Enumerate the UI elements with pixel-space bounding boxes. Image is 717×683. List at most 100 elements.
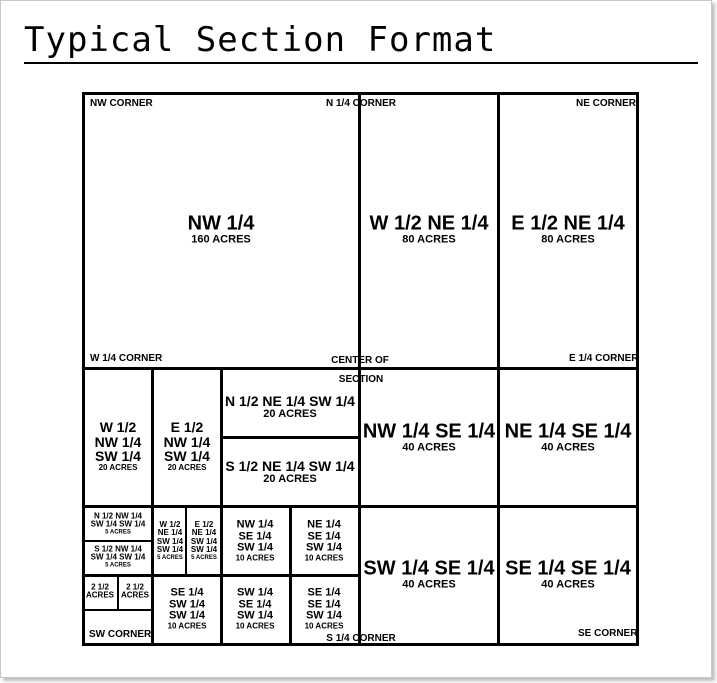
parcel-se-se: SE 1/4 SE 1/4 40 ACRES (505, 557, 631, 592)
parcel-w-nw-sw: W 1/2 NW 1/4 SW 1/4 20 ACRES (95, 420, 142, 472)
w14-corner-label: W 1/4 CORNER (90, 353, 163, 364)
parcel-n-nw-sw-sw: N 1/2 NW 1/4 SW 1/4 SW 1/4 5 ACRES (90, 511, 146, 536)
page-title: Typical Section Format (24, 20, 497, 60)
parcel-s-nw-sw-sw-l1: S 1/2 NW 1/4 (94, 544, 142, 554)
parcel-se-se-sw-l1: SE 1/4 (307, 586, 341, 599)
parcel-s-nw-sw-sw-acres: 5 ACRES (105, 562, 131, 569)
parcel-e-ne-name: E 1/2 NE 1/4 (511, 212, 625, 235)
parcel-e-ne-sw-sw-l4: SW 1/4 (190, 545, 218, 555)
parcel-acre-b-l1: 2 1/2 (126, 582, 144, 592)
parcel-sw-se-acres: 40 ACRES (402, 578, 456, 591)
parcel-ne-ne-sw-l1: NE 1/4 (307, 518, 341, 531)
parcel-w-ne-sw-sw-l3: SW 1/4 (156, 536, 184, 546)
center-label: CENTER OF (331, 355, 389, 366)
line-sw-h (117, 574, 119, 610)
parcel-nw-acres: 160 ACRES (191, 233, 251, 246)
parcel-w-nw-sw-l2: NW 1/4 (94, 433, 142, 450)
parcel-se-sw-sw: SE 1/4 SW 1/4 SW 1/4 10 ACRES (168, 587, 207, 630)
parcel-w-ne: W 1/2 NE 1/4 80 ACRES (369, 212, 489, 247)
parcel-ne-se-name: NE 1/4 SE 1/4 (504, 420, 632, 443)
parcel-se-sw-sw-acres: 10 ACRES (167, 621, 207, 631)
parcel-se-sw-sw-l3: SW 1/4 (168, 609, 206, 622)
parcel-nw-ne-sw: NW 1/4 SE 1/4 SW 1/4 10 ACRES (236, 519, 275, 562)
parcel-nw-se-acres: 40 ACRES (402, 441, 456, 454)
parcel-n-ne-sw: N 1/2 NE 1/4 SW 1/4 20 ACRES (225, 394, 355, 420)
line-sw-b (220, 367, 223, 646)
center-label-2: SECTION (338, 374, 384, 385)
parcel-s-nw-sw-sw: S 1/2 NW 1/4 SW 1/4 SW 1/4 5 ACRES (90, 544, 146, 569)
parcel-e-ne-acres: 80 ACRES (541, 233, 595, 246)
parcel-se-se-sw-l3: SW 1/4 (305, 609, 343, 622)
parcel-ne-ne-sw-l2: SE 1/4 (307, 530, 341, 543)
nw-corner-label: NW CORNER (90, 98, 153, 109)
parcel-s-ne-sw-acres: 20 ACRES (263, 472, 317, 485)
line-sw-a (151, 367, 154, 646)
parcel-nw-ne-sw-acres: 10 ACRES (235, 553, 275, 563)
parcel-w-ne-sw-sw-l1: W 1/2 (159, 520, 181, 530)
parcel-s-ne-sw-name: S 1/2 NE 1/4 SW 1/4 (225, 457, 355, 474)
line-sw-g (185, 505, 187, 575)
parcel-e-ne-sw-sw-l3: SW 1/4 (190, 536, 218, 546)
parcel-nw-se: NW 1/4 SE 1/4 40 ACRES (362, 420, 496, 455)
line-quarter-se (82, 505, 639, 508)
parcel-se-sw-sw-l2: SW 1/4 (168, 598, 206, 611)
parcel-acre-b: 2 1/2 ACRES (120, 582, 150, 601)
parcel-nw-name: NW 1/4 (187, 212, 255, 235)
parcel-w-ne-sw-sw: W 1/2 NE 1/4 SW 1/4 SW 1/4 5 ACRES (156, 520, 184, 561)
parcel-ne-ne-sw-l3: SW 1/4 (305, 541, 343, 554)
parcel-se-sw-sw-l1: SE 1/4 (170, 586, 204, 599)
parcel-ne-ne-sw: NE 1/4 SE 1/4 SW 1/4 10 ACRES (305, 519, 344, 562)
parcel-w-nw-sw-l1: W 1/2 (99, 418, 137, 435)
parcel-nw-ne-sw-l2: SE 1/4 (238, 530, 272, 543)
parcel-e-ne-sw-sw-acres: 5 ACRES (191, 554, 217, 561)
n14-corner-label: N 1/4 CORNER (325, 98, 397, 109)
parcel-sw-se-name: SW 1/4 SE 1/4 (363, 557, 495, 580)
e14-corner-label: E 1/4 CORNER (569, 353, 639, 364)
parcel-e-ne-sw-sw-l1: E 1/2 (194, 520, 214, 530)
parcel-sw-se-sw-l3: SW 1/4 (236, 609, 274, 622)
parcel-sw-se-sw-l1: SW 1/4 (236, 586, 274, 599)
parcel-n-nw-sw-sw-l2: SW 1/4 SW 1/4 (90, 519, 146, 529)
parcel-sw-se-sw-acres: 10 ACRES (235, 621, 275, 631)
parcel-e-nw-sw-l3: SW 1/4 (164, 448, 210, 465)
parcel-s-nw-sw-sw-l2: SW 1/4 SW 1/4 (90, 552, 146, 562)
line-sw-f (82, 540, 152, 542)
parcel-n-ne-sw-name: N 1/2 NE 1/4 SW 1/4 (225, 392, 355, 409)
parcel-n-nw-sw-sw-l1: N 1/2 NW 1/4 (93, 511, 142, 521)
parcel-nw: NW 1/4 160 ACRES (187, 212, 255, 247)
parcel-nw-ne-sw-l1: NW 1/4 (236, 518, 274, 531)
parcel-acre-a: 2 1/2 ACRES (85, 582, 115, 601)
parcel-acre-a-l2: ACRES (85, 591, 115, 600)
parcel-n-ne-sw-acres: 20 ACRES (263, 407, 317, 420)
parcel-e-ne-sw-sw-l2: NE 1/4 (191, 528, 217, 538)
parcel-nw-se-name: NW 1/4 SE 1/4 (362, 420, 496, 443)
parcel-se-se-sw: SE 1/4 SE 1/4 SW 1/4 10 ACRES (305, 587, 344, 630)
sw-corner-label: SW CORNER (89, 629, 152, 640)
line-n14-center (358, 92, 361, 368)
line-sw-i (82, 609, 152, 611)
parcel-se-se-acres: 40 ACRES (541, 578, 595, 591)
parcel-se-se-name: SE 1/4 SE 1/4 (505, 557, 631, 580)
parcel-acre-a-l1: 2 1/2 (91, 582, 109, 592)
line-ne-split (497, 92, 500, 646)
ne-corner-label: NE CORNER (576, 98, 637, 109)
parcel-w-ne-name: W 1/2 NE 1/4 (369, 212, 489, 235)
parcel-e-nw-sw-l1: E 1/2 (170, 418, 204, 435)
parcel-e-ne-sw-sw: E 1/2 NE 1/4 SW 1/4 SW 1/4 5 ACRES (190, 520, 218, 561)
line-sw-c (220, 436, 360, 439)
parcel-w-ne-sw-sw-acres: 5 ACRES (157, 554, 183, 561)
parcel-se-se-sw-acres: 10 ACRES (304, 621, 344, 631)
parcel-se-se-sw-l2: SE 1/4 (307, 598, 341, 611)
parcel-acre-b-l2: ACRES (120, 591, 150, 600)
parcel-ne-se: NE 1/4 SE 1/4 40 ACRES (504, 420, 632, 455)
parcel-ne-se-acres: 40 ACRES (541, 441, 595, 454)
line-sw-e (82, 574, 360, 577)
parcel-nw-ne-sw-l3: SW 1/4 (236, 541, 274, 554)
parcel-w-nw-sw-acres: 20 ACRES (98, 462, 138, 472)
parcel-w-ne-sw-sw-l4: SW 1/4 (156, 545, 184, 555)
parcel-n-nw-sw-sw-acres: 5 ACRES (105, 529, 131, 536)
parcel-sw-se-sw-l2: SE 1/4 (238, 598, 272, 611)
parcel-s-ne-sw: S 1/2 NE 1/4 SW 1/4 20 ACRES (225, 459, 354, 485)
parcel-e-nw-sw-l2: NW 1/4 (163, 433, 211, 450)
